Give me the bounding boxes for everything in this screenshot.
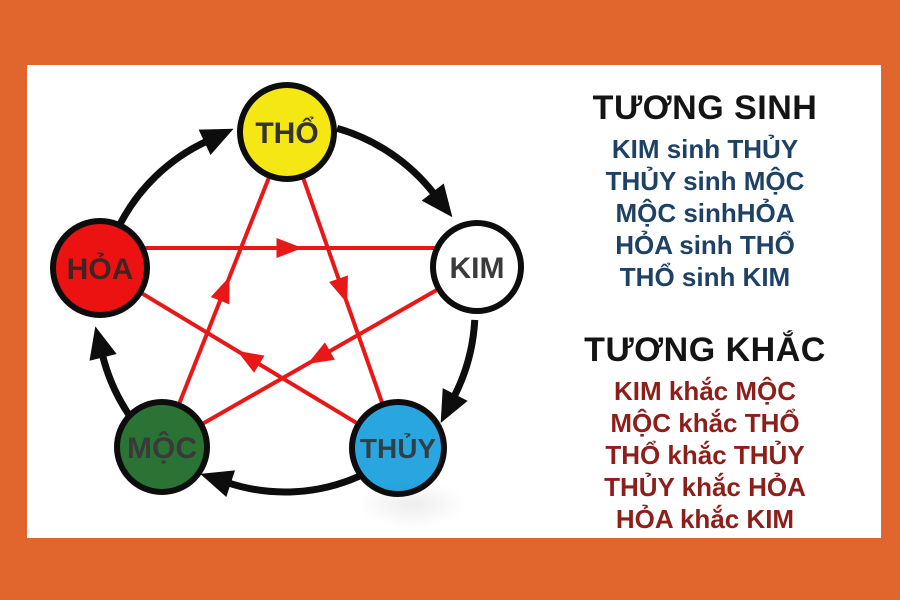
legend-panel: TƯƠNG SINH KIM sinh THỦY THỦY sinh MỘC M… xyxy=(535,89,875,535)
tuong-sinh-section: TƯƠNG SINH KIM sinh THỦY THỦY sinh MỘC M… xyxy=(535,89,875,293)
node-circle-hoa xyxy=(50,218,150,318)
node-label-moc: MỘC xyxy=(127,431,197,465)
sinh-arc-tho>kim xyxy=(336,124,437,196)
sinh-arc-hoa>tho xyxy=(116,138,208,228)
khac-arrowhead-tho>thuy xyxy=(329,275,348,304)
sinh-arrowhead-moc>hoa xyxy=(89,326,117,361)
tuong-khac-section: TƯƠNG KHẮC KIM khắc MỘC MỘC khắc THỔ THỔ… xyxy=(535,331,875,535)
khac-arrowhead-thuy>hoa xyxy=(237,350,265,373)
sinh-rule-5: THỔ sinh KIM xyxy=(619,262,791,292)
node-label-hoa: HỎA xyxy=(67,252,134,286)
khac-rule-1: KIM khắc MỘC xyxy=(613,376,797,406)
sinh-rule-1: KIM sinh THỦY xyxy=(611,134,799,164)
sinh-rule-2: THỦY sinh MỘC xyxy=(605,166,805,196)
khac-rule-2: MỘC khắc THỔ xyxy=(610,408,800,438)
node-label-tho: THỔ xyxy=(255,116,318,150)
node-label-kim: KIM xyxy=(450,252,505,285)
five-elements-diagram: THỔ KIM THỦY MỘC HỎA xyxy=(50,82,524,498)
node-circle-kim xyxy=(430,220,524,314)
sinh-arrowhead-thuy>moc xyxy=(200,470,235,498)
sinh-list: KIM sinh THỦY THỦY sinh MỘC MỘC sinhHỎA … xyxy=(535,133,875,293)
khac-arrowhead-kim>moc xyxy=(307,342,335,364)
node-circle-tho xyxy=(237,82,337,182)
sinh-arc-moc>hoa xyxy=(99,354,133,418)
sinh-arc-thuy>moc xyxy=(227,473,361,496)
node-circle-thuy xyxy=(349,399,447,497)
node-label-thuy: THỦY xyxy=(360,432,437,464)
sinh-arc-kim>thuy xyxy=(451,319,479,398)
khac-list: KIM khắc MỘC MỘC khắc THỔ THỔ khắc THỦY … xyxy=(535,375,875,535)
khac-rule-5: HỎA khắc KIM xyxy=(615,504,795,534)
node-circle-moc xyxy=(114,399,210,495)
khac-arrowhead-hoa>kim xyxy=(276,238,303,258)
sinh-rule-3: MỘC sinhHỎA xyxy=(615,198,795,228)
tuong-khac-title: TƯƠNG KHẮC xyxy=(584,331,826,369)
sinh-arrowhead-tho>kim xyxy=(421,183,453,218)
khac-rule-3: THỔ khắc THỦY xyxy=(605,440,805,470)
sinh-arrowhead-kim>thuy xyxy=(440,388,468,423)
tuong-sinh-title: TƯƠNG SINH xyxy=(592,89,818,127)
watermark-smudge xyxy=(357,480,467,528)
khac-arrowhead-moc>tho xyxy=(210,276,230,305)
sinh-arrowhead-hoa>tho xyxy=(198,128,234,155)
sinh-rule-4: HỎA sinh THỔ xyxy=(615,230,795,260)
content-card: THỔ KIM THỦY MỘC HỎA TƯƠNG SINH KIM sinh THỦ… xyxy=(27,65,881,538)
khac-rule-4: THỦY khắc HỎA xyxy=(604,472,806,502)
